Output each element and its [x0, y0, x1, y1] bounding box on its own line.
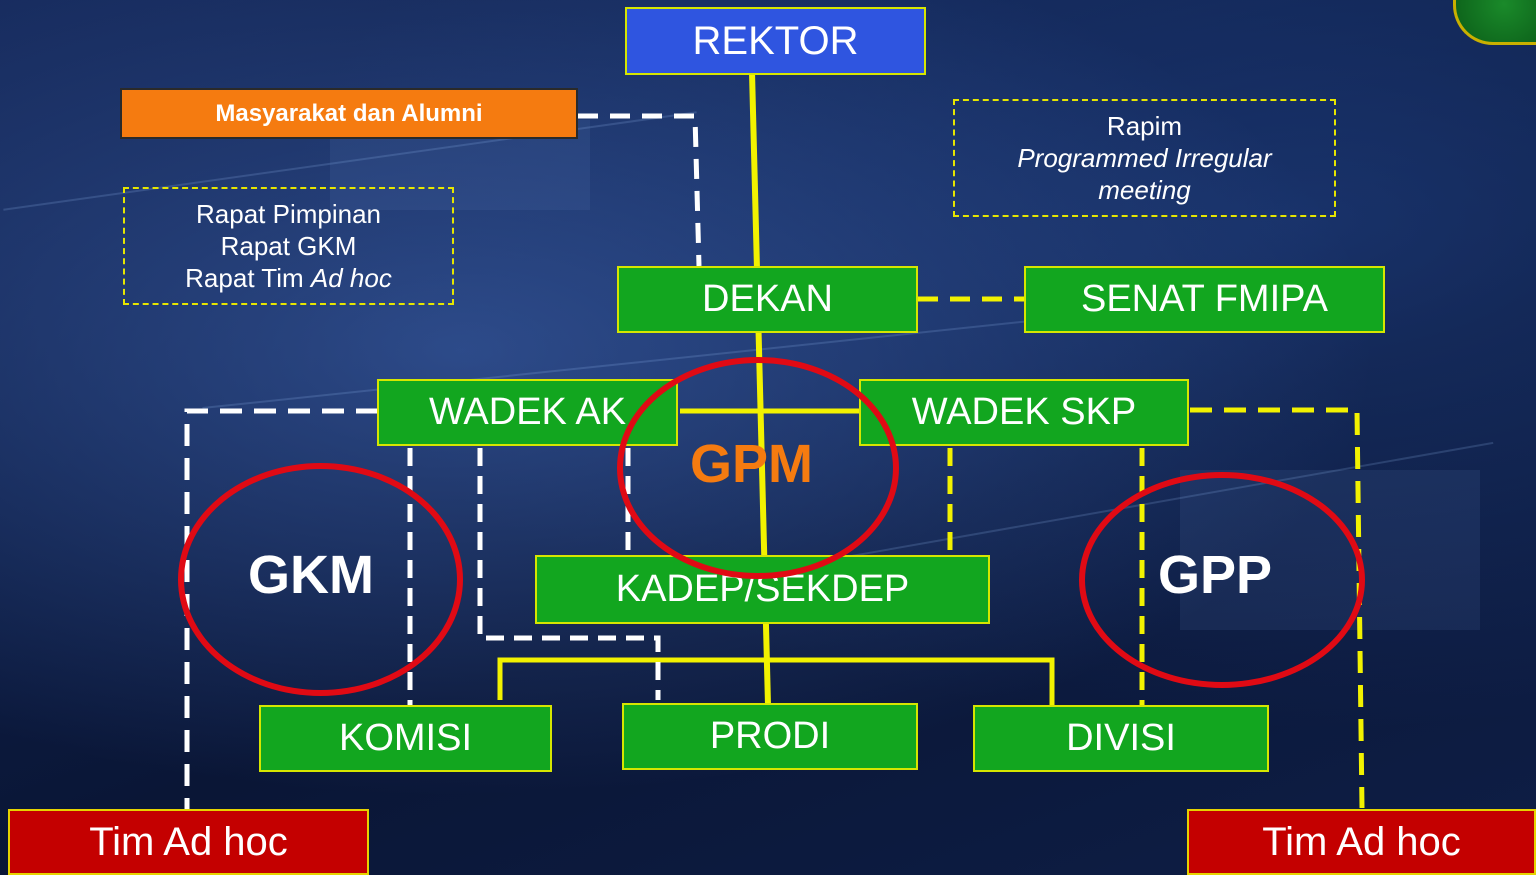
note-left-line1: Rapat Pimpinan: [196, 199, 381, 229]
node-dekan: DEKAN: [617, 266, 918, 333]
gkm-ring: [178, 463, 463, 696]
note-right-line1: Rapim: [1106, 111, 1183, 141]
note-right-line3: meeting: [1098, 175, 1191, 205]
line-unit-bar: [497, 657, 1055, 706]
note-right-line2: Programmed Irregular: [1017, 143, 1272, 173]
node-wadek-ak-label: WADEK AK: [428, 391, 627, 433]
note-rapim-right: Rapim Programmed Irregular meeting: [953, 99, 1336, 217]
line-ak-tim: [184, 408, 378, 810]
node-komisi-label: KOMISI: [338, 717, 473, 759]
node-masyarakat: Masyarakat dan Alumni: [120, 88, 578, 139]
line-ak-kadep-loop: [477, 448, 661, 700]
node-rektor: REKTOR: [625, 7, 926, 75]
node-divisi-label: DIVISI: [1066, 717, 1176, 759]
note-left-line2: Rapat GKM: [220, 231, 357, 261]
line-skp-tim: [1190, 407, 1365, 809]
group-gpm-label: GPM: [690, 434, 814, 494]
node-tim-adhoc-right: Tim Ad hoc: [1187, 809, 1536, 875]
node-masyarakat-label: Masyarakat dan Alumni: [215, 99, 483, 127]
note-left-line3: Rapat Tim Ad hoc: [125, 262, 452, 294]
node-senat-label: SENAT FMIPA: [1080, 278, 1329, 320]
group-gkm-label: GKM: [248, 545, 374, 605]
node-tim-right-label: Tim Ad hoc: [1262, 819, 1461, 864]
node-prodi-label: PRODI: [709, 715, 831, 757]
note-rapat-left: Rapat Pimpinan Rapat GKM Rapat Tim Ad ho…: [123, 187, 454, 305]
note-left-line3-italic: Ad hoc: [310, 263, 392, 293]
node-komisi: KOMISI: [259, 705, 552, 772]
node-divisi: DIVISI: [973, 705, 1269, 772]
group-gpp-label: GPP: [1158, 545, 1273, 605]
gpp-ring: [1079, 472, 1365, 688]
node-senat: SENAT FMIPA: [1024, 266, 1385, 333]
gpm-ring: [617, 357, 899, 579]
node-tim-left-label: Tim Ad hoc: [89, 819, 288, 864]
node-wadek-skp-label: WADEK SKP: [911, 391, 1137, 433]
node-dekan-label: DEKAN: [702, 278, 833, 320]
node-prodi: PRODI: [622, 703, 918, 770]
node-wadek-skp: WADEK SKP: [859, 379, 1189, 446]
node-tim-adhoc-left: Tim Ad hoc: [8, 809, 369, 875]
note-left-line3-prefix: Rapat Tim: [185, 263, 311, 293]
line-masyarakat-dekan: [578, 113, 702, 267]
node-rektor-label: REKTOR: [692, 18, 859, 63]
